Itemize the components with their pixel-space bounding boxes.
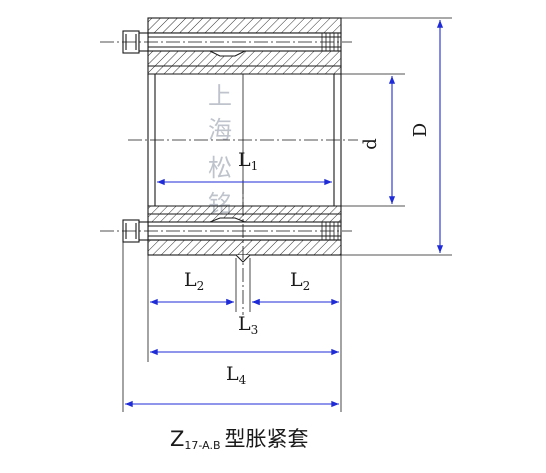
- label-L1-sub: 1: [251, 159, 259, 173]
- upper-section: [147, 17, 342, 75]
- label-L3-sub: 3: [251, 323, 259, 337]
- label-L3: L3: [238, 313, 258, 337]
- watermark-char-2: 海: [208, 116, 232, 144]
- label-d: d: [360, 138, 381, 150]
- extension-lines: [122, 17, 452, 412]
- label-L2-left-main: L: [184, 269, 197, 291]
- dimensions: [125, 20, 444, 408]
- label-L2-right-sub: 2: [303, 279, 311, 293]
- caption-text: 型胀紧套: [225, 427, 309, 451]
- label-L4: L4: [226, 363, 247, 387]
- label-L4-main: L: [226, 363, 239, 385]
- caption-sub: 17-A.B: [184, 439, 220, 452]
- lower-section: [147, 205, 342, 263]
- label-D: D: [410, 123, 431, 137]
- centerlines: [100, 41, 358, 315]
- label-L2-right-main: L: [290, 269, 303, 291]
- watermark-char-3: 松: [208, 154, 232, 182]
- watermark: 上 海 松 铭: [208, 82, 232, 218]
- label-L2-left-sub: 2: [197, 279, 205, 293]
- label-L1: L1: [238, 149, 258, 173]
- drawing-caption: Z17-A.B 型胀紧套: [170, 427, 309, 452]
- dimension-labels: d D L1 L2 L2 L3 L4: [184, 123, 431, 387]
- label-L2-left: L2: [184, 269, 204, 293]
- label-L4-sub: 4: [239, 373, 247, 387]
- watermark-char-1: 上: [208, 82, 232, 110]
- label-L2-right: L2: [290, 269, 310, 293]
- caption-main: Z: [170, 427, 184, 451]
- label-L3-main: L: [238, 313, 251, 335]
- label-L1-main: L: [238, 149, 251, 171]
